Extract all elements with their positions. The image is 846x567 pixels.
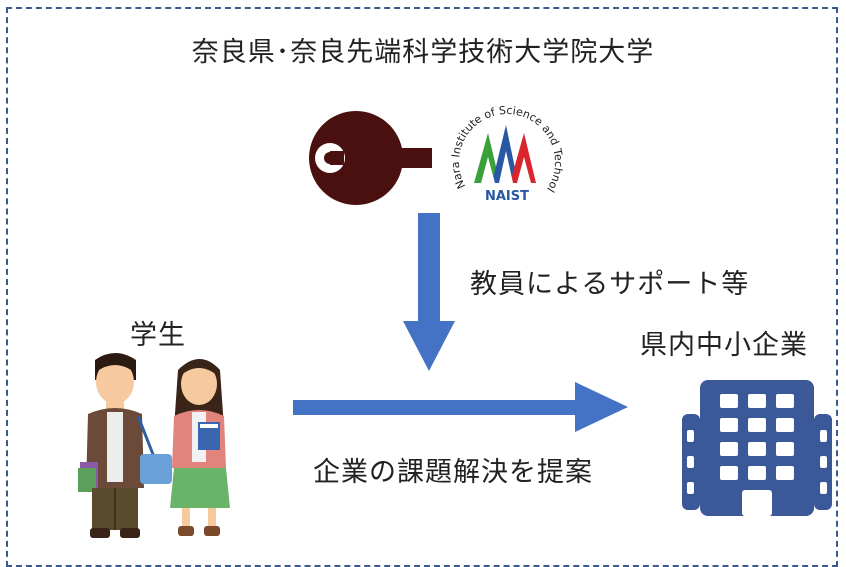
diagram-title: 奈良県･奈良先端科学技術大学院大学 [191, 37, 655, 68]
support-label: 教員によるサポート等 [470, 269, 750, 300]
office-building-icon [682, 380, 832, 516]
naist-logo-icon: Nara Institute of Science and Technology… [445, 85, 566, 204]
companies-label: 県内中小企業 [640, 330, 808, 361]
male-student-icon [78, 353, 172, 538]
proposal-label: 企業の課題解決を提案 [313, 457, 593, 488]
right-arrow-icon [293, 382, 628, 432]
students-label: 学生 [130, 320, 186, 351]
nara-prefecture-emblem-icon [309, 111, 432, 205]
students-illustration-icon [78, 353, 230, 538]
female-student-icon [170, 359, 230, 536]
down-arrow-icon [403, 213, 455, 371]
naist-wordmark: NAIST [485, 189, 529, 204]
